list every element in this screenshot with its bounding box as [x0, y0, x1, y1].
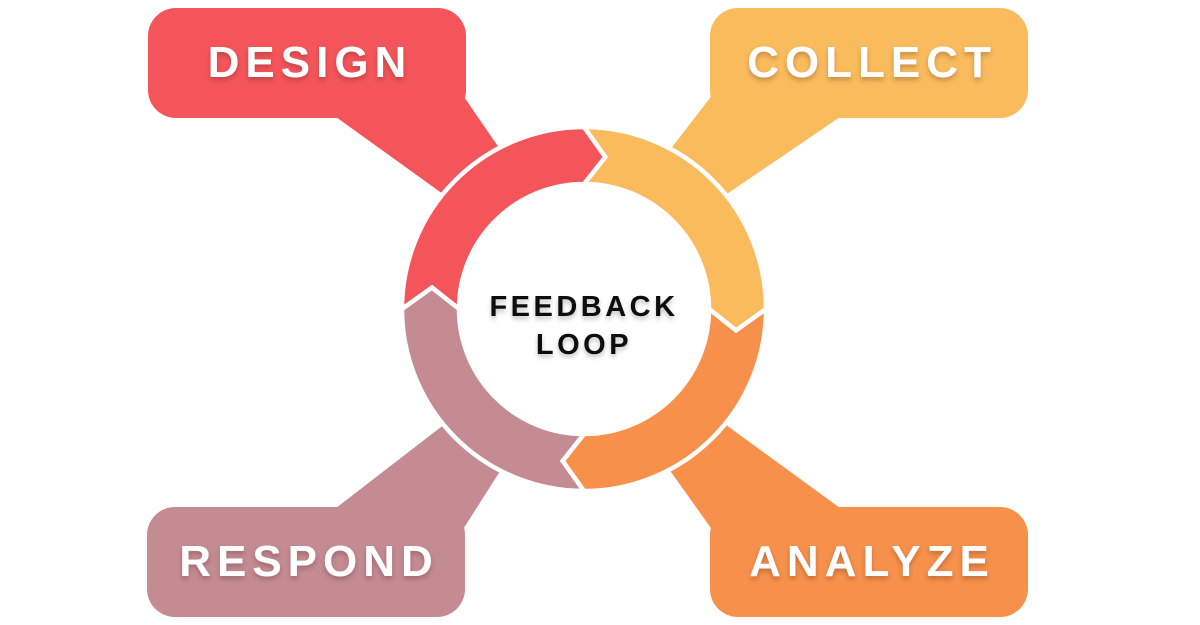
center-label: FEEDBACK LOOP: [434, 288, 734, 364]
node-box-analyze: ANALYZE: [710, 507, 1028, 617]
node-label-respond: RESPOND: [179, 537, 439, 586]
node-label-design: DESIGN: [207, 38, 413, 87]
center-label-line2: LOOP: [535, 329, 633, 361]
center-label-line1: FEEDBACK: [489, 291, 679, 323]
node-label-collect: COLLECT: [747, 38, 997, 87]
node-box-collect: COLLECT: [710, 8, 1028, 118]
node-box-design: DESIGN: [148, 8, 466, 118]
node-box-respond: RESPOND: [147, 507, 465, 617]
node-label-analyze: ANALYZE: [749, 537, 995, 586]
ring-segment-respond: [399, 284, 589, 494]
